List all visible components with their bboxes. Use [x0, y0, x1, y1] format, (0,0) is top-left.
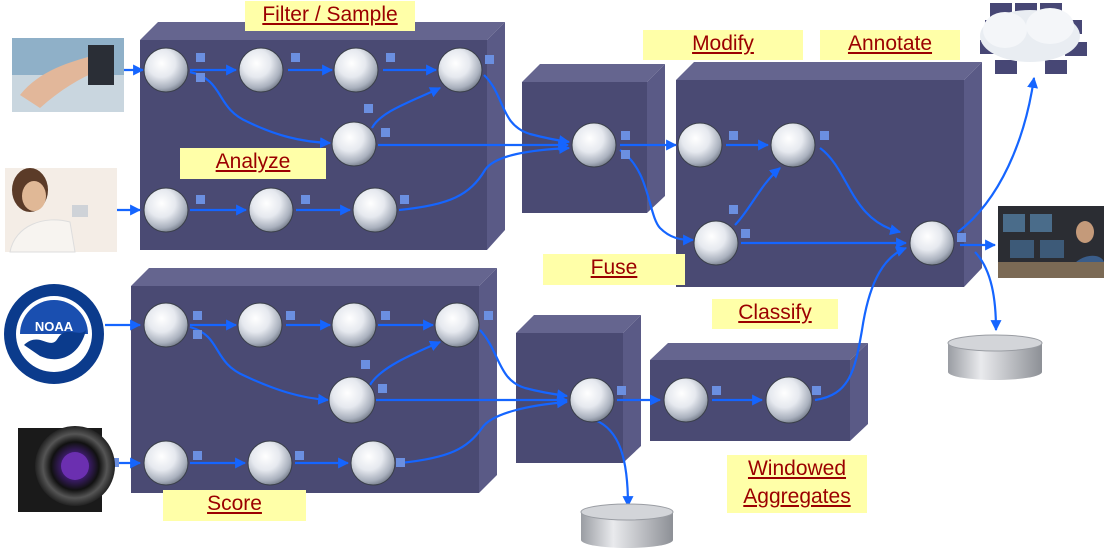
label-score: Score	[163, 490, 306, 521]
label-modify: Modify	[643, 30, 803, 60]
operator-node	[909, 220, 955, 266]
label-analyze: Analyze	[180, 148, 326, 179]
label-filter-sample: Filter / Sample	[245, 1, 415, 31]
operator-node	[143, 47, 189, 93]
operator-node	[237, 302, 283, 348]
operator-node	[143, 187, 189, 233]
label-classify: Classify	[712, 299, 838, 329]
operator-node	[333, 47, 379, 93]
operator-node	[770, 122, 816, 168]
operator-node	[143, 440, 189, 486]
operator-node	[328, 376, 376, 424]
operator-node	[437, 47, 483, 93]
operator-node	[663, 377, 709, 423]
operator-node	[765, 376, 813, 424]
sink-control-room-photo	[998, 206, 1104, 278]
operator-node	[331, 302, 377, 348]
operator-node	[677, 122, 723, 168]
operator-node	[247, 440, 293, 486]
label-score-text: Score	[207, 492, 262, 515]
operator-node	[143, 302, 189, 348]
sink-database-bottom	[580, 503, 674, 548]
label-fuse: Fuse	[543, 254, 685, 285]
label-annotate: Annotate	[820, 30, 960, 60]
operator-nodes	[143, 47, 955, 486]
operator-node	[569, 377, 615, 423]
operator-node	[434, 302, 480, 348]
operator-node	[238, 47, 284, 93]
label-classify-text: Classify	[738, 301, 812, 324]
operator-node	[571, 122, 617, 168]
label-aggregates-text: Aggregates	[743, 485, 851, 508]
operator-node	[350, 440, 396, 486]
sink-cloud	[980, 3, 1087, 74]
operator-node	[352, 187, 398, 233]
label-windowed-text: Windowed	[747, 457, 847, 480]
box-score	[131, 268, 497, 493]
label-filter-sample-text: Filter / Sample	[262, 3, 398, 26]
source-hand-gesture-photo	[12, 38, 124, 112]
source-noaa-seal: NOAA	[4, 284, 104, 384]
svg-text:NOAA: NOAA	[35, 319, 74, 334]
label-modify-text: Modify	[692, 32, 754, 55]
label-annotate-text: Annotate	[847, 32, 933, 55]
stream-arrows	[105, 64, 1039, 508]
label-analyze-text: Analyze	[215, 150, 291, 173]
source-camera-lens	[18, 426, 115, 512]
sink-database-right	[947, 334, 1043, 380]
label-windowed-aggregates: Windowed Aggregates	[727, 455, 867, 513]
operator-node	[248, 187, 294, 233]
source-phone-user-photo	[5, 168, 117, 253]
operator-node	[693, 220, 739, 266]
label-fuse-text: Fuse	[590, 256, 638, 279]
operator-node	[331, 121, 377, 167]
